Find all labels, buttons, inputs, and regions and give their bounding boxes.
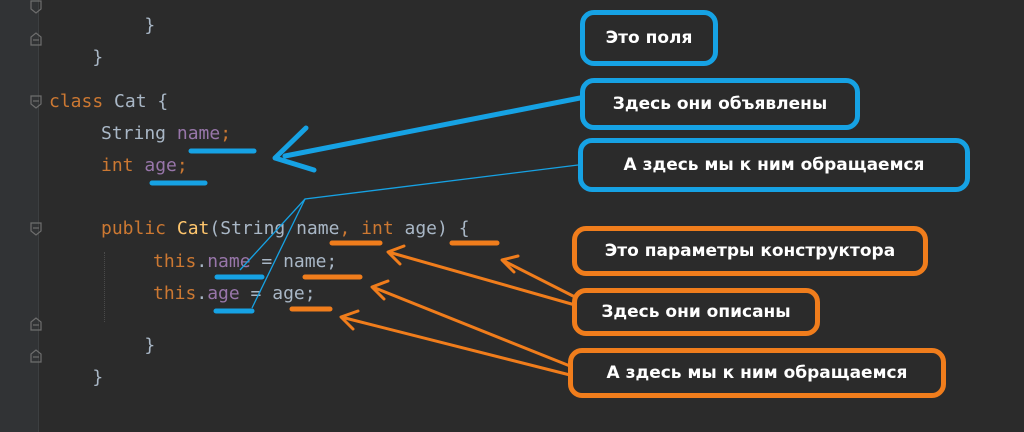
code-line-field-age[interactable]: int age; [101, 156, 188, 176]
field-name: age [144, 155, 177, 176]
param-open: (String [209, 218, 297, 239]
annotation-declared: Здесь они объявлены [580, 78, 860, 130]
fold-marker-icon[interactable] [30, 0, 42, 14]
class-declaration-rest: Cat { [103, 91, 169, 112]
editor-gutter [0, 0, 39, 432]
param-name: age [393, 218, 438, 239]
code-line-constructor[interactable]: public Cat(String name, int age) { [101, 219, 470, 239]
code-line-field-name[interactable]: String name; [101, 124, 231, 144]
annotation-fields: Это поля [580, 10, 718, 66]
code-line[interactable]: } [49, 28, 103, 88]
constructor-name: Cat [176, 218, 210, 239]
annotation-constructor-params: Это параметры конструктора [572, 226, 928, 276]
annotation-accessed-fields: А здесь мы к ним обращаемся [578, 138, 970, 192]
dot: . [196, 251, 208, 272]
code-line-assign-name[interactable]: this.name = name; [153, 252, 337, 272]
fold-marker-icon[interactable] [30, 95, 42, 109]
indent-guide [104, 252, 105, 322]
field-name: name [176, 123, 221, 144]
code-line[interactable]: } [101, 0, 155, 56]
keyword: int [361, 218, 394, 239]
fold-marker-icon[interactable] [30, 317, 42, 331]
fold-marker-icon[interactable] [30, 32, 42, 46]
field-name: age [207, 283, 240, 304]
closing-brace: } [92, 367, 104, 388]
comma: , [339, 218, 362, 239]
annotation-described: Здесь они описаны [572, 288, 820, 336]
semicolon: ; [220, 123, 232, 144]
fold-marker-icon[interactable] [30, 349, 42, 363]
dot: . [196, 283, 208, 304]
code-line-assign-age[interactable]: this.age = age; [153, 284, 316, 304]
param-name: name [296, 218, 340, 239]
assignment: = age; [239, 283, 316, 304]
fold-marker-icon[interactable] [30, 222, 42, 236]
annotation-accessed-params: А здесь мы к ним обращаемся [568, 348, 946, 398]
closing-brace: } [144, 335, 156, 356]
keyword: public [101, 218, 167, 239]
param-close: ) { [437, 218, 470, 239]
assignment: = name; [250, 251, 338, 272]
type-name: String [101, 123, 167, 144]
field-name: name [207, 251, 251, 272]
semicolon: ; [176, 155, 188, 176]
code-line[interactable]: } [49, 348, 103, 408]
closing-brace: } [92, 47, 104, 68]
keyword: this [153, 283, 197, 304]
keyword: int [101, 155, 134, 176]
keyword: this [153, 251, 197, 272]
keyword: class [49, 91, 104, 112]
closing-brace: } [144, 15, 156, 36]
code-line-class-declaration[interactable]: class Cat { [49, 92, 168, 112]
code-line[interactable]: } [101, 316, 155, 376]
